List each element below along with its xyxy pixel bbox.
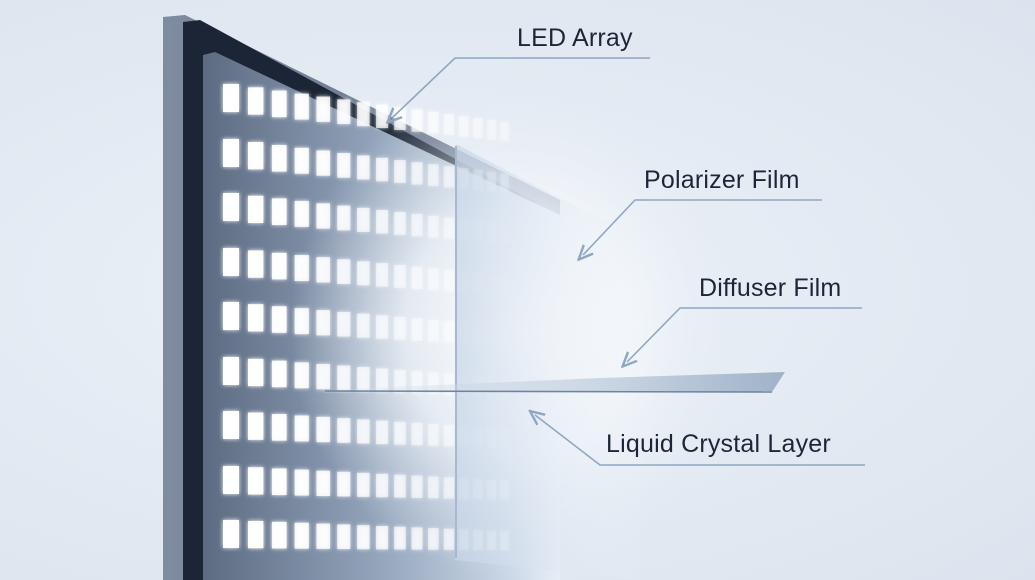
led-cell [316,150,331,176]
led-cell [294,200,309,227]
diffuser-edge [324,390,773,393]
led-cell [223,357,239,385]
label-liquid-crystal-layer: Liquid Crystal Layer [606,430,831,458]
led-cell [271,360,287,388]
led-cell [376,104,389,129]
led-cell [271,521,287,549]
led-cell [294,415,309,442]
led-cell [316,96,331,122]
led-cell [337,524,351,550]
polarizer-film-sheet [455,145,640,580]
led-cell [357,102,370,127]
led-cell [294,469,309,496]
led-cell [223,520,239,548]
led-cell [248,412,264,440]
led-cell [248,304,264,332]
led-cell [223,248,239,276]
led-cell [223,411,239,439]
led-cell [271,414,287,441]
led-cell [248,87,264,115]
led-cell [271,306,287,333]
led-cell [248,250,264,278]
led-cell [294,522,309,549]
led-cell [271,90,287,118]
led-cell [223,193,239,221]
led-cell [223,84,239,112]
led-cell [248,195,264,224]
led-cell [248,358,264,387]
led-cell [248,520,264,549]
leader-line-diffuser [627,307,862,362]
led-cell [294,147,309,174]
led-cell [316,470,331,497]
leader-line-polarizer [583,199,822,255]
label-diffuser-film: Diffuser Film [699,274,842,302]
label-polarizer-film: Polarizer Film [644,166,800,194]
led-cell [316,523,331,549]
led-cell [248,467,264,495]
leader-line-liquid-crystal [535,415,865,466]
led-cell [223,466,239,494]
led-cell [248,142,264,170]
diffuser-film-sheet [325,372,785,393]
leader-line-led-array [392,57,650,118]
led-cell [357,525,370,550]
led-cell [337,99,351,125]
led-cell [271,144,287,172]
led-cell [271,252,287,280]
led-cell [223,302,239,330]
led-cell [223,139,239,167]
label-led-array: LED Array [517,24,633,52]
led-cell [271,198,287,226]
led-cell [294,93,309,120]
led-cell [271,468,287,496]
